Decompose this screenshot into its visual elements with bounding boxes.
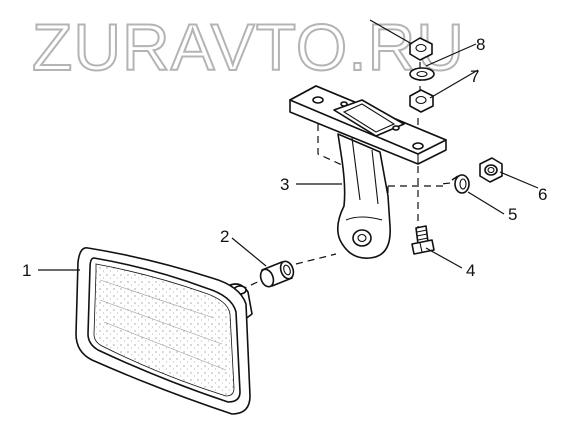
callout-4: 4 xyxy=(466,261,475,280)
callout-3: 3 xyxy=(280,175,289,194)
watermark-text: ZURAVTO.RU xyxy=(32,10,465,84)
washer-and-nut-part xyxy=(409,67,435,113)
callout-1: 1 xyxy=(22,261,31,280)
bushing-part xyxy=(259,260,295,288)
callout-7: 7 xyxy=(470,67,479,86)
callout-8: 8 xyxy=(476,35,485,54)
callout-6: 6 xyxy=(538,185,547,204)
fog-lamp-housing xyxy=(75,246,253,415)
nut-part xyxy=(479,157,503,183)
mounting-bracket xyxy=(289,85,447,259)
callout-5: 5 xyxy=(508,205,517,224)
callout-labels: 1 2 3 4 5 6 7 8 xyxy=(22,35,547,280)
top-nut-part xyxy=(409,37,433,61)
callout-2: 2 xyxy=(220,227,229,246)
lock-washer-part xyxy=(451,174,470,194)
bolt-part xyxy=(411,225,435,255)
leader-lines xyxy=(38,19,539,271)
